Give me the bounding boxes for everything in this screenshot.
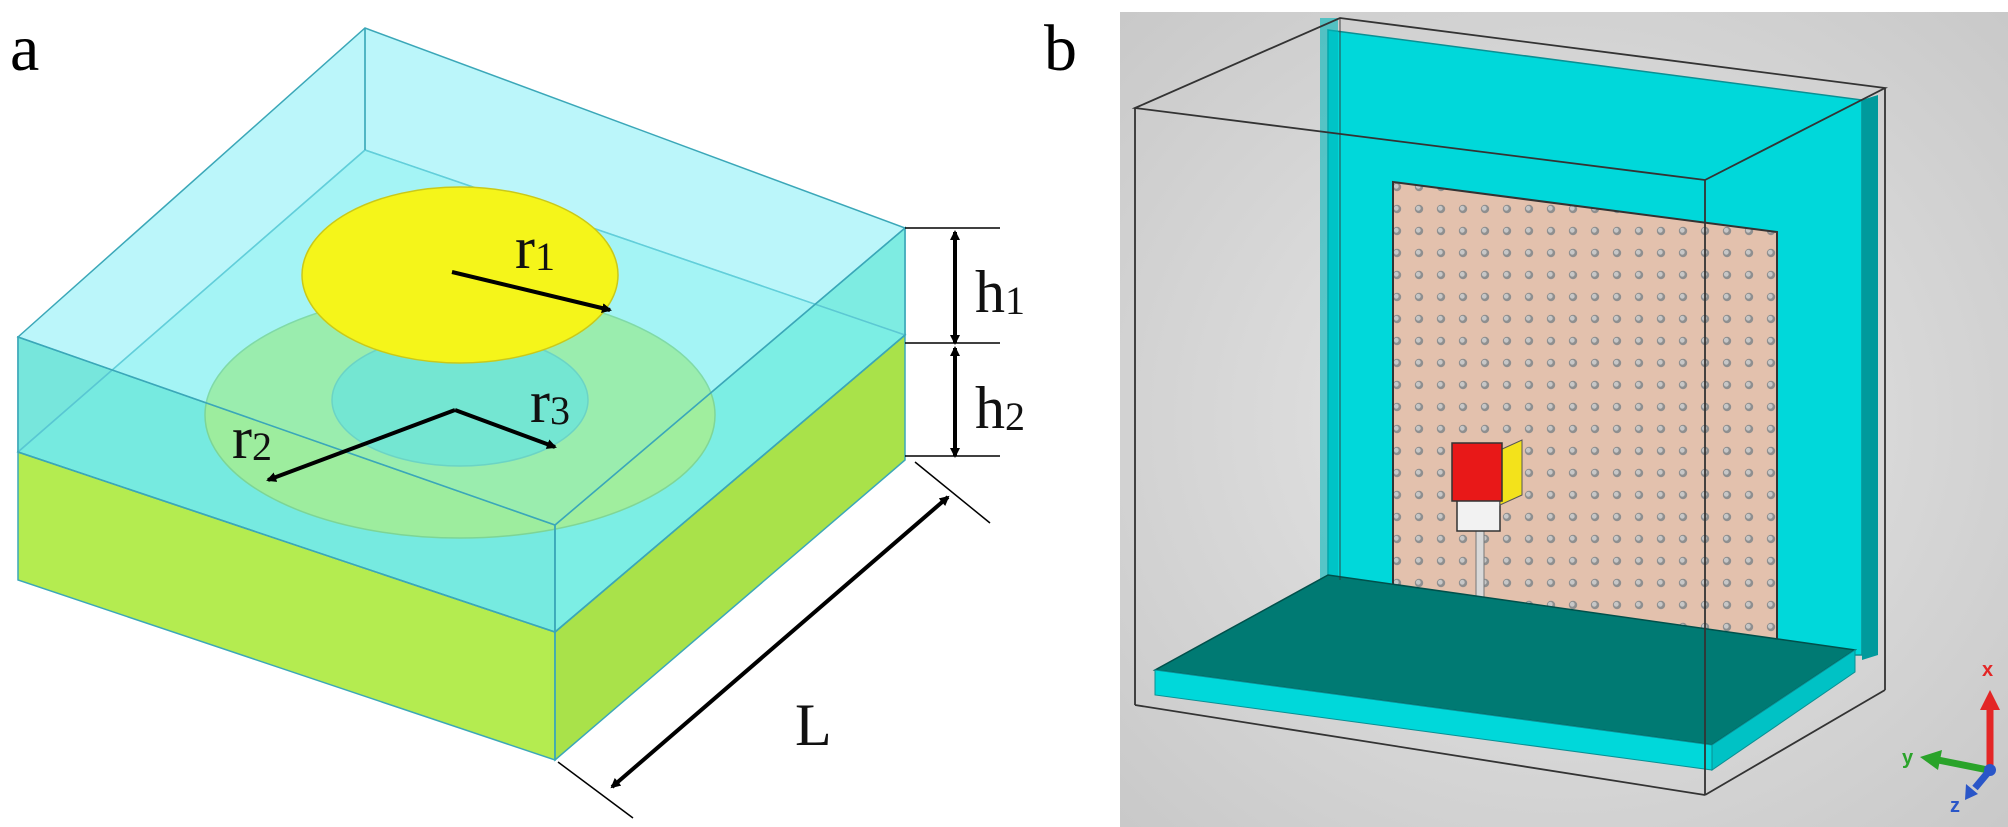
axis-y-shaft xyxy=(1937,756,1989,774)
ground-plate xyxy=(1152,574,1858,771)
axis-triad: x y z xyxy=(1902,659,2000,817)
arrow-r3 xyxy=(454,408,557,449)
label-L: L xyxy=(795,692,832,758)
panel-a-unit-cell: a xyxy=(10,12,1025,819)
metasurface-panel xyxy=(1392,180,1778,657)
label-h1: h1 xyxy=(975,259,1025,325)
axis-x-label: x xyxy=(1982,659,1993,681)
label-h2: h2 xyxy=(975,375,1025,441)
label-r2: r2 xyxy=(232,405,272,471)
axis-z-label: z xyxy=(1950,795,1960,817)
panel-letter-b: b xyxy=(1044,12,1077,85)
extension-lines xyxy=(557,227,1000,819)
dimension-arrows xyxy=(266,230,960,789)
arrow-r1 xyxy=(451,270,612,313)
axis-y-label: y xyxy=(1902,747,1914,769)
feed-connector xyxy=(1456,497,1501,532)
label-r1: r1 xyxy=(515,215,555,281)
feed-side xyxy=(1499,439,1523,506)
arrow-L xyxy=(610,495,950,789)
bounding-box xyxy=(1131,17,1888,796)
feed-patch xyxy=(1451,442,1503,502)
label-r3: r3 xyxy=(530,369,570,435)
panel-b-antenna-model: b xyxy=(1044,12,2008,827)
arrow-r2 xyxy=(266,408,456,482)
panel-letter-a: a xyxy=(10,12,39,85)
